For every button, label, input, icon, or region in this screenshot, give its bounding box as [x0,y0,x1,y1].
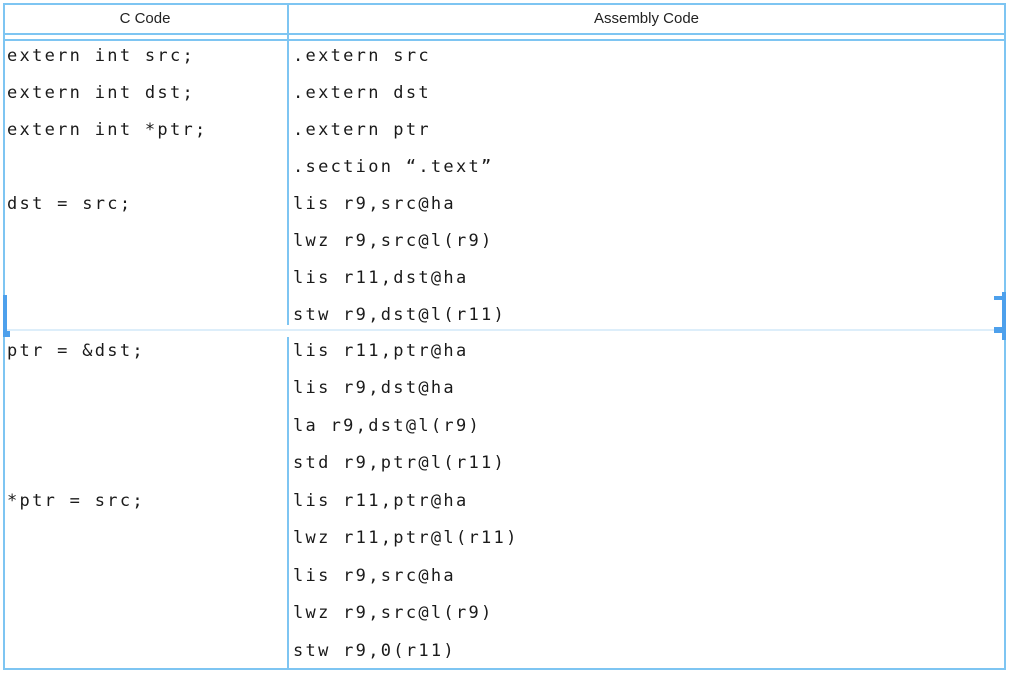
code-line: la r9,dst@l(r9) [293,415,482,436]
page-break-divider-gap [285,325,291,337]
code-line: extern int src; [7,45,196,66]
code-line: extern int dst; [7,82,196,103]
header-divider-line-bottom [3,39,1006,41]
code-line: ptr = &dst; [7,340,145,361]
code-line: lis r9,src@ha [293,193,456,214]
page-break-line [3,329,1006,331]
header-divider-line-top [3,33,1006,35]
code-line: lis r11,ptr@ha [293,490,469,511]
code-line: *ptr = src; [7,490,145,511]
code-line: lwz r11,ptr@l(r11) [293,528,519,548]
code-line: stw r9,dst@l(r11) [293,304,507,325]
code-line: lwz r9,src@l(r9) [293,603,494,623]
code-line: lis r9,dst@ha [293,378,456,398]
code-line: lwz r9,src@l(r9) [293,230,494,251]
code-line: dst = src; [7,193,133,214]
column-header-c-code: C Code [5,6,285,30]
code-line: .section “.text” [293,156,494,177]
code-line: lis r9,src@ha [293,565,456,586]
code-line: lis r11,dst@ha [293,267,469,288]
code-table-frame [3,3,1006,670]
page-break-bar-left [3,295,7,336]
code-line: .extern ptr [293,119,431,140]
code-line: .extern dst [293,82,431,103]
code-line: lis r11,ptr@ha [293,340,469,361]
page-break-tick-right-lower [994,327,1003,333]
code-line: .extern src [293,45,431,66]
code-line: std r9,ptr@l(r11) [293,453,507,473]
page-break-tick-right-upper [994,296,1003,300]
column-header-c-code-label: C Code [119,9,171,27]
code-line: extern int *ptr; [7,119,208,140]
page-break-bar-right [1002,292,1006,340]
column-header-assembly-code: Assembly Code [289,6,1004,30]
code-line: stw r9,0(r11) [293,640,456,661]
page-break-tick-left [3,331,10,337]
column-header-assembly-code-label: Assembly Code [593,9,700,27]
